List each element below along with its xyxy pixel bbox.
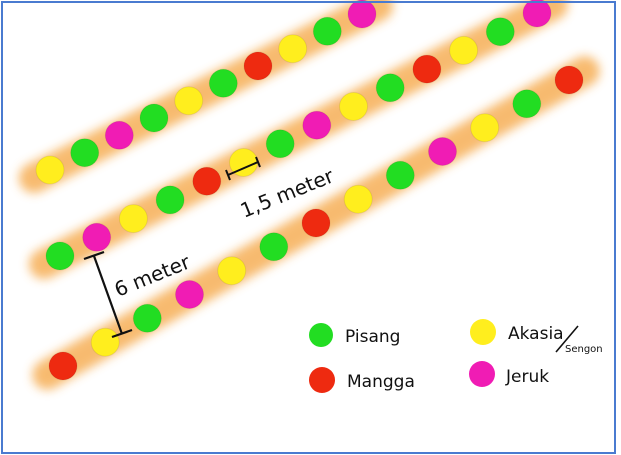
tree-akasia	[471, 114, 499, 142]
tree-mangga	[49, 352, 77, 380]
tree-jeruk	[176, 281, 204, 309]
tree-mangga	[555, 66, 583, 94]
tree-pisang	[156, 186, 184, 214]
tree-jeruk	[303, 111, 331, 139]
tree-mangga	[413, 55, 441, 83]
tree-pisang	[313, 17, 341, 45]
tree-akasia	[340, 93, 368, 121]
tree-pisang	[386, 161, 414, 189]
legend: Pisang Mangga Akasia Sengon Jeruk	[309, 319, 603, 393]
tree-pisang	[46, 242, 74, 270]
legend-label-mangga: Mangga	[347, 372, 415, 392]
tree-akasia	[175, 87, 203, 115]
legend-swatch-jeruk	[469, 361, 495, 387]
tree-pisang	[71, 139, 99, 167]
tree-pisang	[376, 74, 404, 102]
tree-mangga	[302, 209, 330, 237]
tree-jeruk	[523, 0, 551, 27]
legend-item-akasia: Akasia Sengon	[470, 319, 603, 355]
tree-akasia	[218, 257, 246, 285]
legend-swatch-akasia	[470, 319, 496, 345]
legend-label-pisang: Pisang	[345, 327, 400, 347]
tree-akasia	[91, 328, 119, 356]
tree-pisang	[260, 233, 288, 261]
tree-pisang	[486, 18, 514, 46]
legend-item-mangga: Mangga	[309, 367, 415, 393]
tree-pisang	[133, 304, 161, 332]
legend-label-akasia: Akasia	[508, 324, 564, 344]
tree-jeruk	[429, 138, 457, 166]
tree-jeruk	[348, 0, 376, 28]
tree-akasia	[279, 35, 307, 63]
tree-pisang	[140, 104, 168, 132]
tree-jeruk	[83, 223, 111, 251]
legend-item-pisang: Pisang	[309, 323, 400, 347]
tree-mangga	[244, 52, 272, 80]
tree-akasia	[450, 36, 478, 64]
tree-jeruk	[105, 121, 133, 149]
legend-swatch-mangga	[309, 367, 335, 393]
tree-pisang	[209, 69, 237, 97]
tree-akasia	[36, 156, 64, 184]
legend-label-jeruk: Jeruk	[505, 367, 549, 387]
legend-swatch-pisang	[309, 323, 333, 347]
tree-akasia	[119, 205, 147, 233]
tree-pisang	[513, 90, 541, 118]
tree-akasia	[344, 185, 372, 213]
legend-item-jeruk: Jeruk	[469, 361, 549, 387]
tree-pisang	[266, 130, 294, 158]
tree-mangga	[193, 167, 221, 195]
legend-label-sengon: Sengon	[565, 344, 603, 355]
